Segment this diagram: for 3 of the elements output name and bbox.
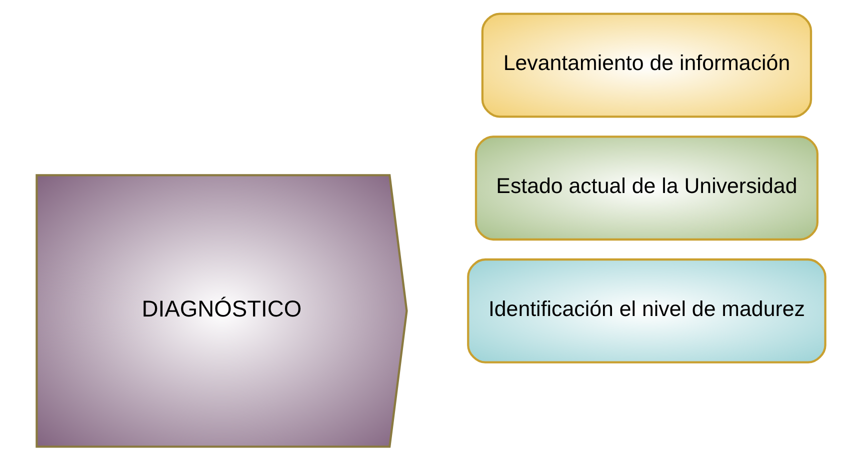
node-box: Estado actual de la Universidad xyxy=(474,136,818,241)
node-box: Identificación el nivel de madurez xyxy=(467,258,826,364)
node-box: Levantamiento de información xyxy=(481,12,812,118)
